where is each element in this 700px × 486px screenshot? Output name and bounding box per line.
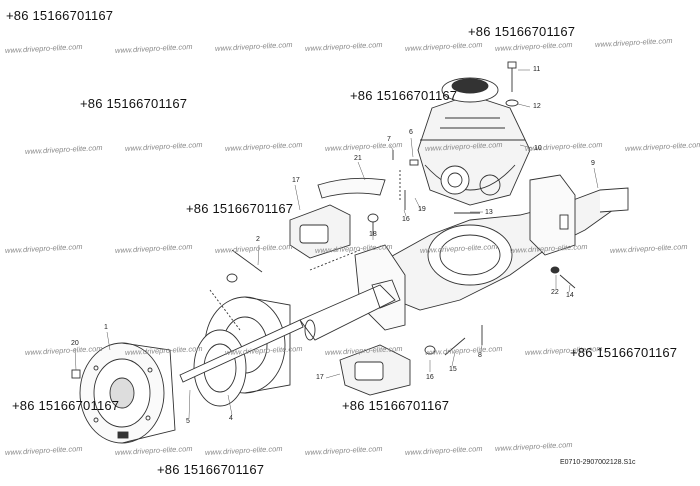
phone-number: +86 15166701167	[157, 462, 265, 477]
callout-17: 17	[292, 177, 300, 184]
callout-10: 10	[534, 145, 542, 152]
drive-shaft-5	[179, 319, 304, 383]
callout-12: 12	[533, 103, 541, 110]
callout-4: 4	[229, 415, 233, 422]
caliper-17-upper	[289, 204, 351, 259]
phone-number: +86 15166701167	[468, 24, 576, 39]
callout-1: 1	[104, 324, 108, 331]
callout-9: 9	[591, 160, 595, 167]
washer-12	[505, 99, 519, 107]
callout-17-lower: 17	[316, 374, 324, 381]
callout-13: 13	[485, 209, 493, 216]
phone-number: +86 15166701167	[342, 398, 450, 413]
callout-11: 11	[533, 66, 541, 73]
callout-15: 15	[449, 366, 457, 373]
callout-6: 6	[409, 129, 413, 136]
callout-8: 8	[478, 352, 482, 359]
callout-18: 18	[369, 231, 377, 238]
callout-22: 22	[551, 289, 559, 296]
bolt-2	[226, 249, 263, 283]
callout-19: 19	[418, 206, 426, 213]
differential-carrier	[417, 77, 531, 206]
shield-21	[317, 177, 386, 199]
callout-14: 14	[566, 292, 574, 299]
pin-18	[367, 213, 379, 235]
callout-16: 16	[402, 216, 410, 223]
phone-number: +86 15166701167	[80, 96, 188, 111]
part-6	[409, 159, 419, 166]
wheel-hub-1	[79, 342, 176, 444]
nut-22	[550, 266, 560, 274]
spindle	[299, 279, 401, 341]
callout-7: 7	[387, 136, 391, 143]
bolt-20	[71, 369, 81, 379]
phone-number: +86 15166701167	[12, 398, 120, 413]
phone-number: +86 15166701167	[350, 88, 458, 103]
phone-number: +86 15166701167	[6, 8, 114, 23]
axle-housing	[354, 174, 629, 331]
bolt-15	[444, 337, 466, 356]
caliper-17-lower	[339, 344, 411, 396]
phone-number: +86 15166701167	[186, 201, 294, 216]
drawing-code: E0710-2907002128.S1c	[560, 459, 636, 466]
phone-number: +86 15166701167	[570, 345, 678, 360]
callout-16-lower: 16	[426, 374, 434, 381]
callout-21: 21	[354, 155, 362, 162]
callout-20: 20	[71, 340, 79, 347]
bolt-14	[559, 274, 576, 289]
bolt-11	[507, 61, 517, 92]
washer-16-lower	[424, 345, 436, 355]
callout-5: 5	[186, 418, 190, 425]
callout-2: 2	[256, 236, 260, 243]
